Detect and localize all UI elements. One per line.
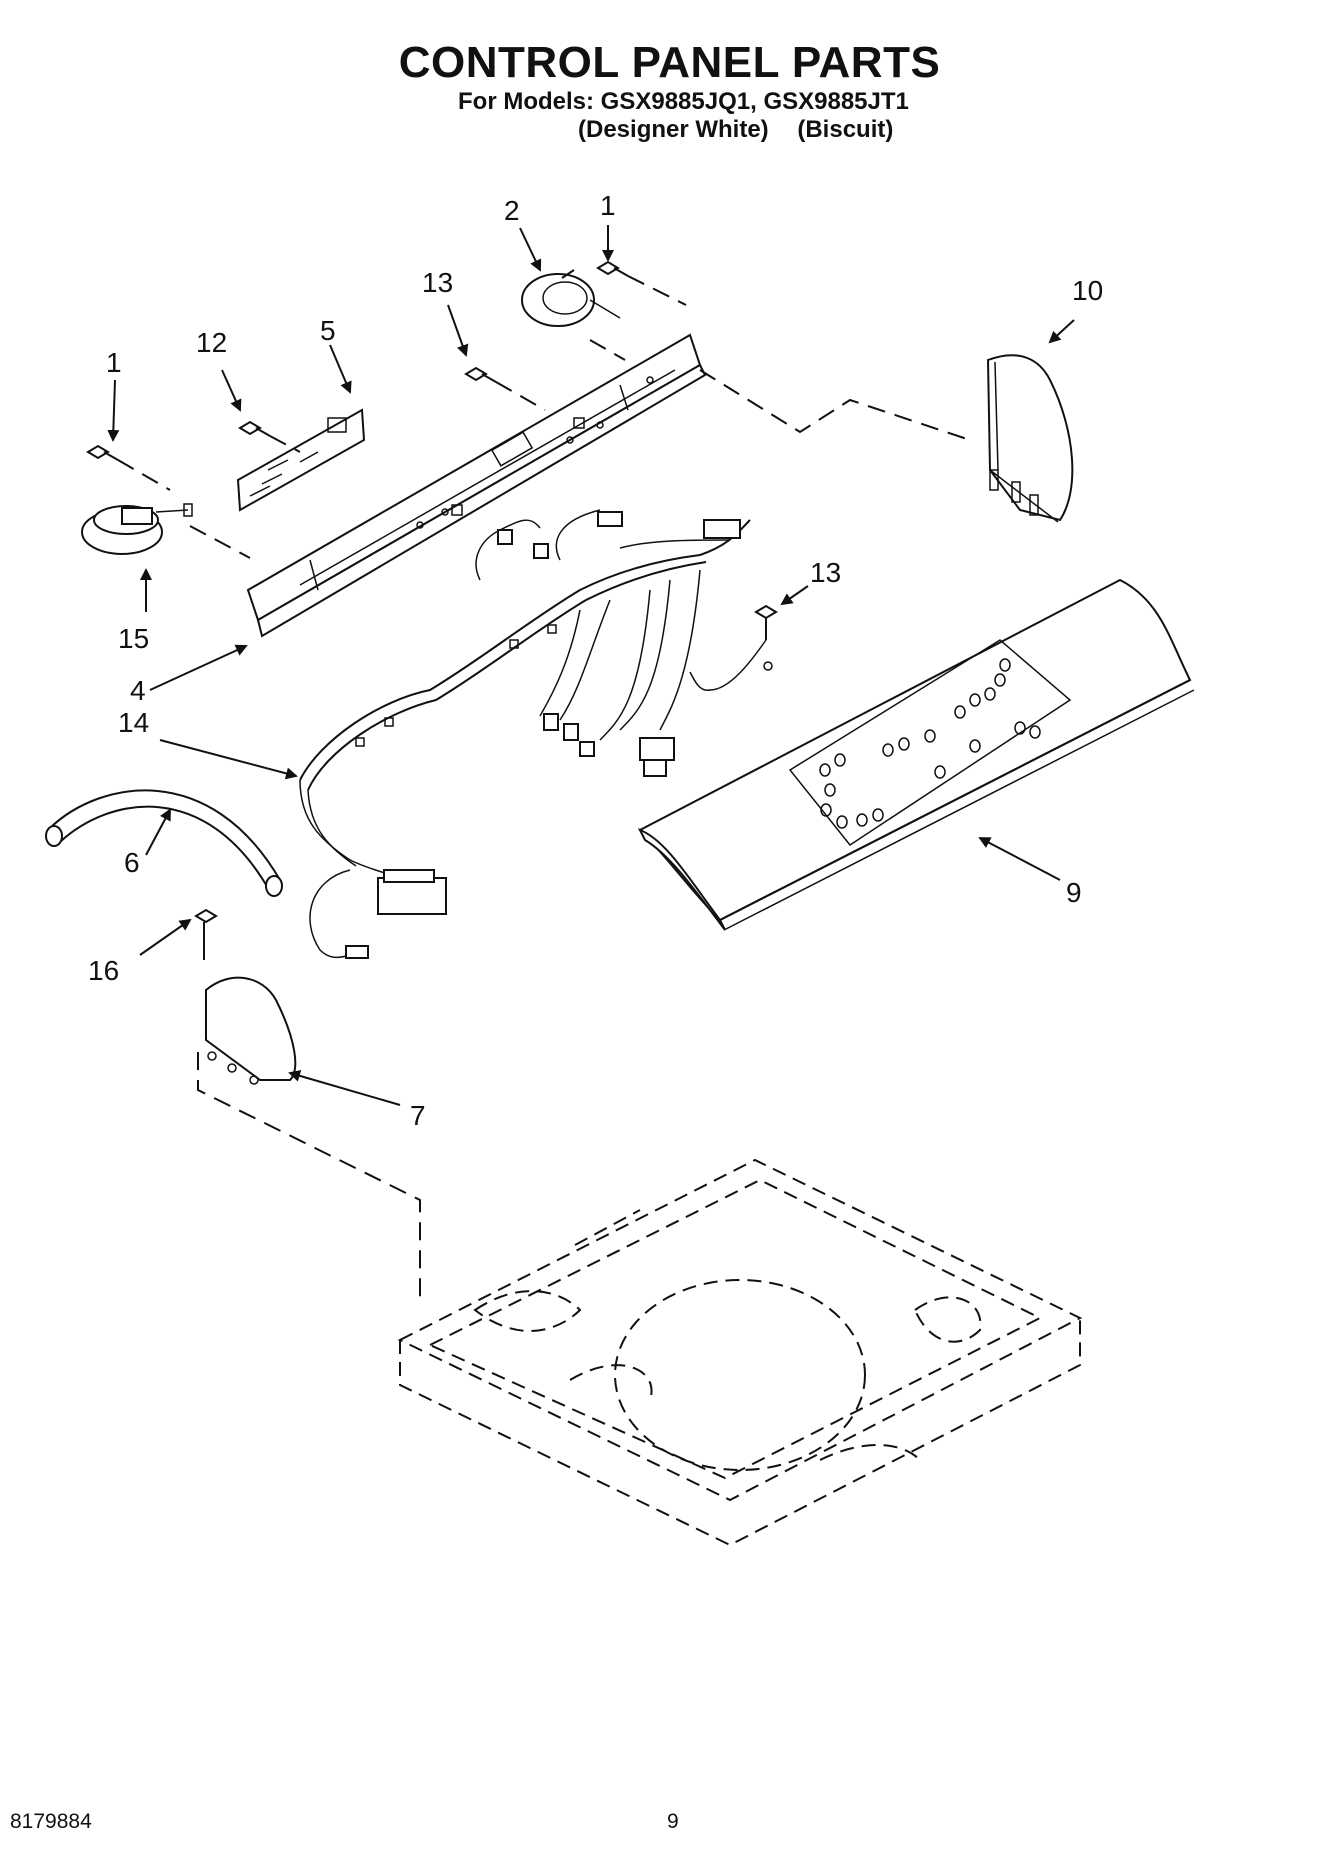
callout-4: 4 <box>130 675 146 706</box>
screw-13-top <box>464 366 497 383</box>
assembly-guide-lines <box>117 275 971 1300</box>
screw-16 <box>194 908 218 960</box>
screw-12 <box>238 420 271 437</box>
callout-7: 7 <box>410 1100 426 1131</box>
callout-labels: 1 1 2 4 5 6 7 9 10 12 13 13 14 15 16 <box>88 190 1103 1131</box>
pressure-switch <box>81 503 193 555</box>
callout-15: 15 <box>118 623 149 654</box>
leader-arrows <box>107 225 1075 1106</box>
callout-13-top: 13 <box>422 267 453 298</box>
cabinet-top-phantom <box>397 1158 1083 1547</box>
page-number: 9 <box>667 1810 679 1833</box>
callout-6: 6 <box>124 847 140 878</box>
callout-9: 9 <box>1066 877 1082 908</box>
callout-13-right: 13 <box>810 557 841 588</box>
callout-1-left: 1 <box>106 347 122 378</box>
end-cap-left <box>205 976 297 1085</box>
variant-designer-white: (Designer White) <box>578 116 769 143</box>
callout-12: 12 <box>196 327 227 358</box>
callout-5: 5 <box>320 315 336 346</box>
callout-16: 16 <box>88 955 119 986</box>
variant-biscuit: (Biscuit) <box>797 116 894 143</box>
callout-10: 10 <box>1072 275 1103 306</box>
callout-2: 2 <box>504 195 520 226</box>
document-number: 8179884 <box>10 1810 92 1833</box>
callout-1-top: 1 <box>600 190 616 221</box>
timer-switch <box>521 269 621 327</box>
circuit-board <box>236 408 366 512</box>
model-variants: (Designer White) (Biscuit) <box>578 116 915 144</box>
wiring-harness <box>299 509 751 959</box>
screw-1-left <box>86 444 119 461</box>
models-line: For Models: GSX9885JQ1, GSX9885JT1 <box>458 88 909 115</box>
control-panel-bracket <box>246 333 707 638</box>
callout-14: 14 <box>118 707 149 738</box>
control-panel-console <box>637 578 1195 931</box>
screw-1-top <box>596 260 629 277</box>
screw-13-right <box>689 604 778 691</box>
page-title: CONTROL PANEL PARTS <box>398 38 941 87</box>
hose <box>45 789 283 897</box>
end-cap-right <box>986 354 1074 523</box>
